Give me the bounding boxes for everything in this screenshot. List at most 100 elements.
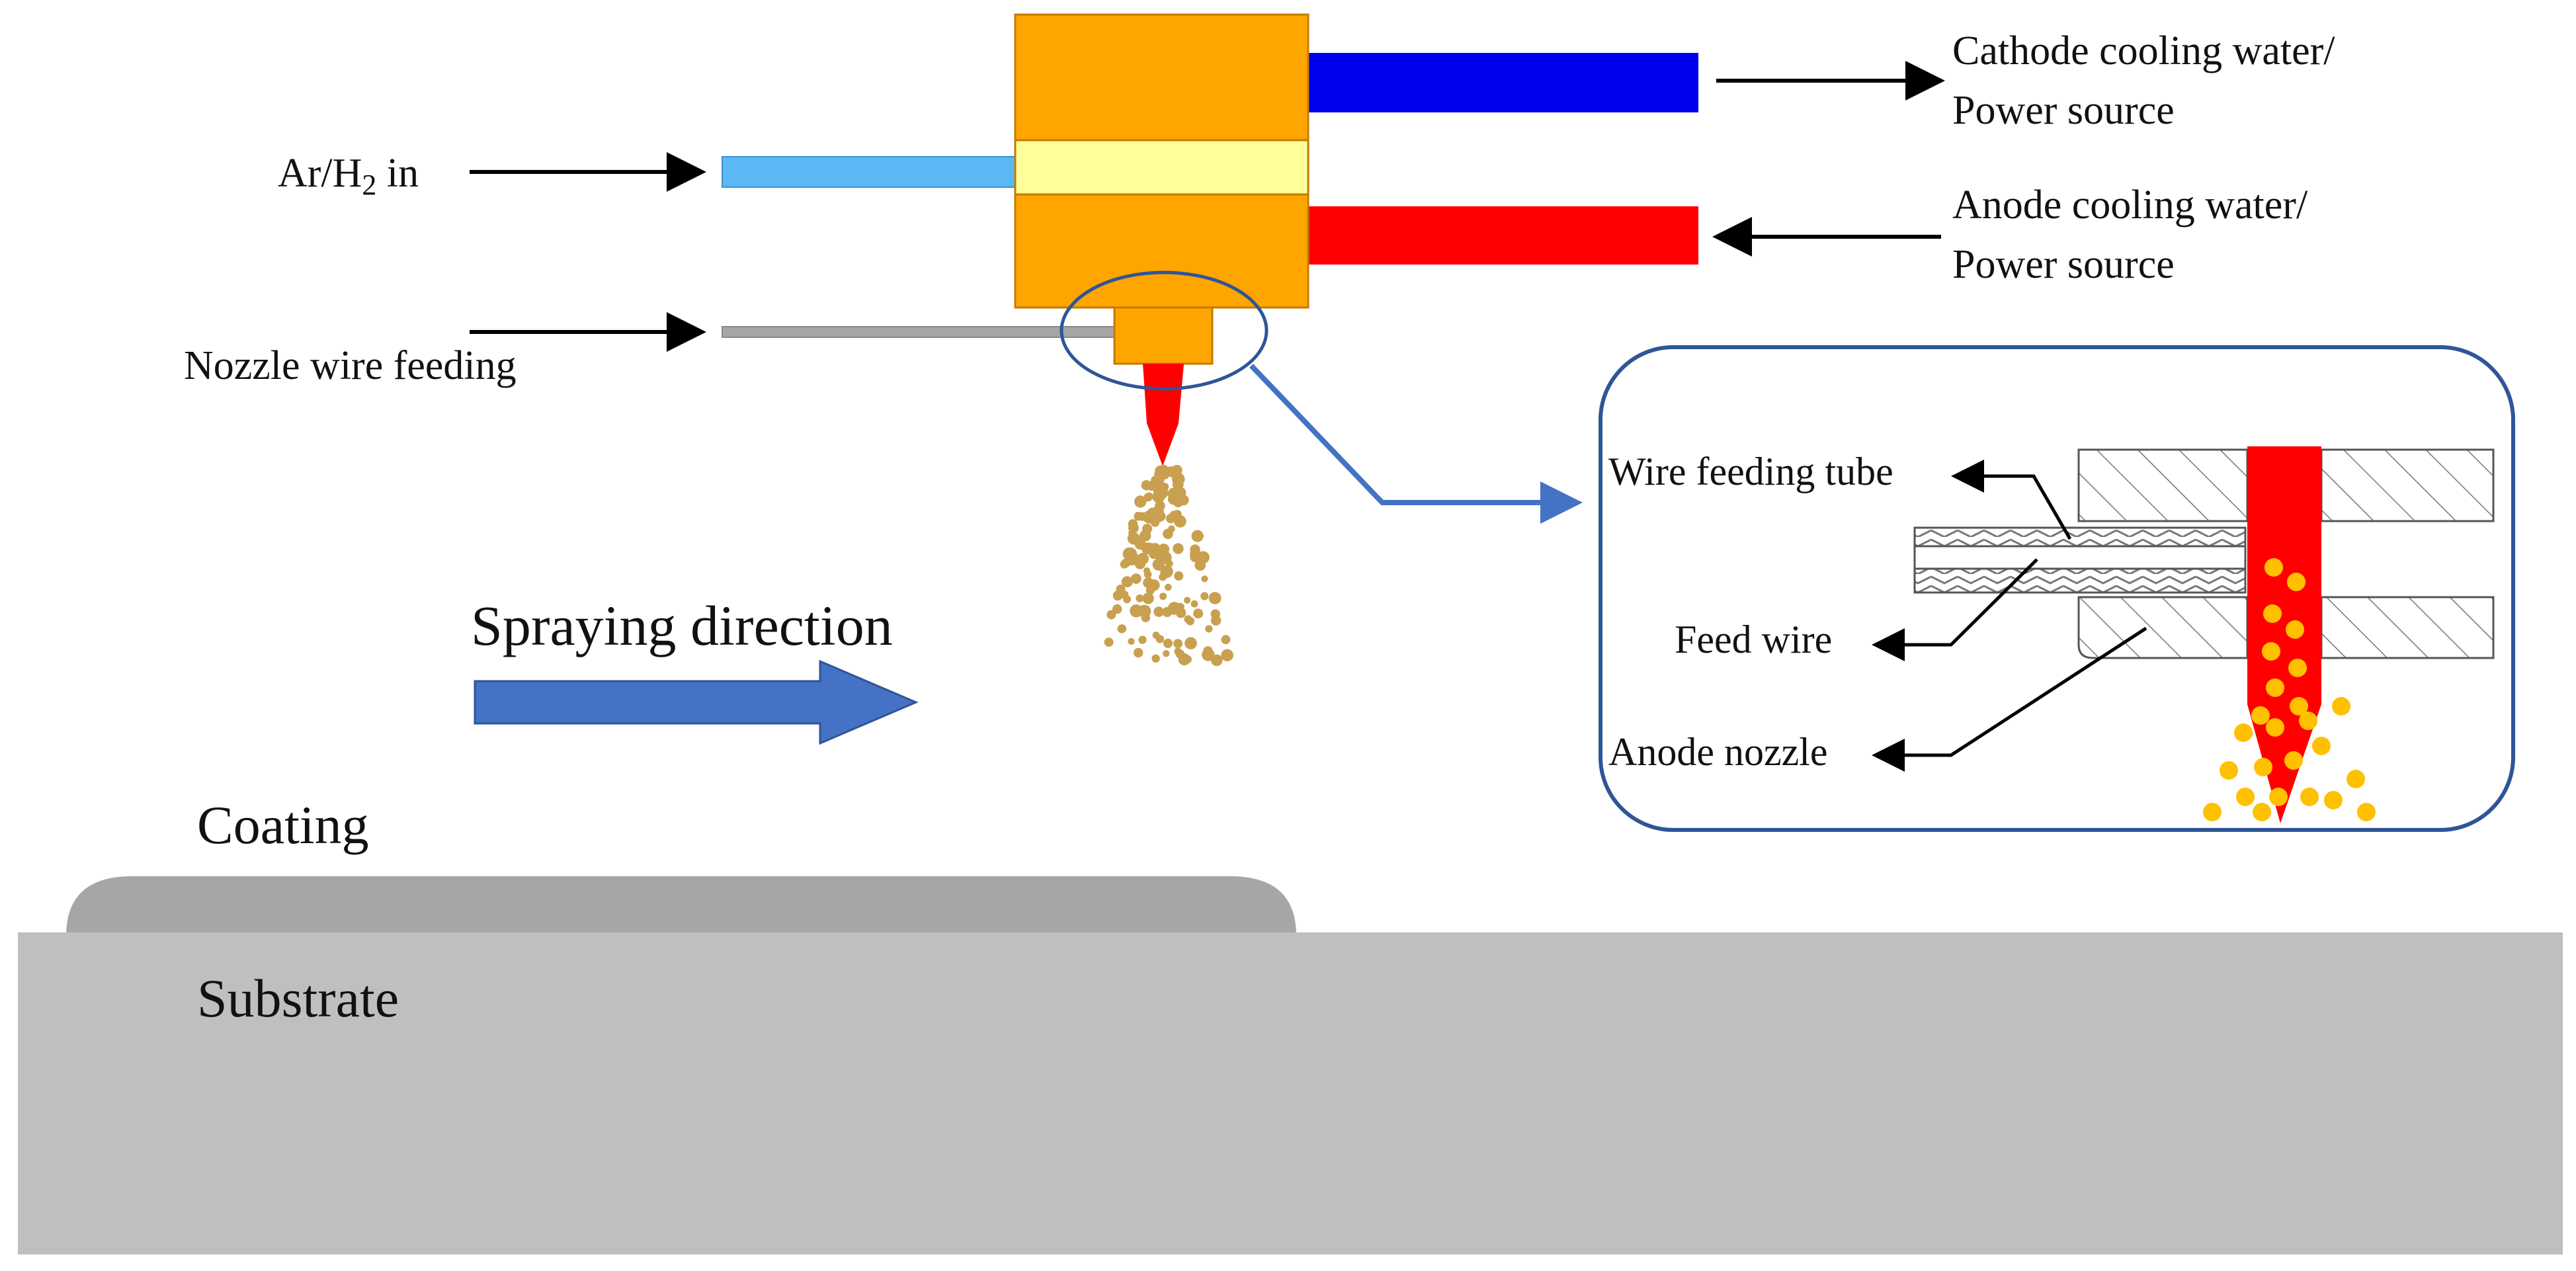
spray-particle <box>1104 637 1114 647</box>
spray-particle <box>1184 615 1192 624</box>
spray-particle <box>1136 594 1144 602</box>
spray-particle <box>1175 480 1184 489</box>
inset-particle <box>2299 712 2317 730</box>
nozzle-wire-feeding-label: Nozzle wire feeding <box>184 343 517 388</box>
spray-particle <box>1201 575 1208 583</box>
cathode-pipe <box>1308 53 1698 112</box>
spray-particle <box>1174 571 1184 581</box>
spraying-direction-arrow <box>474 659 919 745</box>
inset-detail: Wire feeding tube Feed wire Anode nozzle <box>1599 345 2515 832</box>
spray-particle <box>1121 576 1133 588</box>
wire-feeding-tube-upper <box>1913 526 2247 548</box>
spray-particle <box>1163 638 1173 648</box>
plasma-flame <box>1143 364 1184 466</box>
spray-particle <box>1142 511 1156 524</box>
spray-particle <box>1173 510 1182 518</box>
spray-particle <box>1167 487 1180 501</box>
spray-particle <box>1145 586 1155 595</box>
feed-wire-leader <box>1872 558 2038 661</box>
spray-particle <box>1184 596 1191 604</box>
anode-label-line1: Anode cooling water/ <box>1952 183 2308 227</box>
spray-particle <box>1159 551 1172 564</box>
spray-particle <box>1130 573 1142 584</box>
substrate-block <box>18 932 2563 1254</box>
spray-particle <box>1174 647 1182 655</box>
spray-particle <box>1134 538 1146 550</box>
inset-particle <box>2262 642 2280 661</box>
spray-particle <box>1142 524 1153 534</box>
spray-particle <box>1134 647 1143 658</box>
feed-wire-label: Feed wire <box>1675 618 1832 661</box>
spray-particle <box>1208 592 1222 604</box>
spray-particle <box>1117 624 1127 634</box>
inset-particle <box>2324 791 2343 809</box>
spray-particle <box>1193 608 1204 619</box>
spray-particle <box>1168 525 1175 533</box>
inset-particle <box>2264 558 2283 577</box>
spray-particle <box>1173 543 1184 554</box>
spray-particle <box>1191 530 1204 542</box>
inset-particle <box>2290 697 2308 716</box>
inset-particle <box>2286 620 2304 639</box>
spray-particle <box>1123 595 1132 604</box>
wire-feed-pipe <box>722 326 1120 338</box>
inset-particle <box>2284 751 2303 770</box>
spray-particle <box>1128 529 1136 537</box>
spray-particle <box>1184 655 1192 663</box>
anode-nozzle-upper-left <box>2077 448 2249 522</box>
spray-particle <box>1200 592 1209 600</box>
zoom-circle <box>1059 270 1268 391</box>
spray-particle <box>1190 544 1200 555</box>
spray-particle <box>1221 635 1231 645</box>
spray-particle <box>1134 495 1147 508</box>
torch-nozzle-tip <box>1113 306 1214 365</box>
wire-feeding-tube-label: Wire feeding tube <box>1608 450 1893 493</box>
spray-particle <box>1173 639 1183 649</box>
spray-particle <box>1160 565 1173 579</box>
anode-nozzle-lower-left <box>2077 596 2249 659</box>
spray-particle <box>1202 648 1215 661</box>
anode-nozzle-upper-right <box>2320 448 2495 522</box>
spray-particle <box>1173 497 1184 508</box>
spray-particle <box>1166 513 1176 524</box>
spray-particle <box>1205 625 1213 633</box>
wire-feeding-tube-lower <box>1913 567 2247 594</box>
anode-nozzle-lower-right <box>2320 596 2495 659</box>
inset-particle <box>2253 803 2271 821</box>
feed-wire-core <box>1913 545 2247 570</box>
substrate-label: Substrate <box>197 968 399 1028</box>
spray-particle <box>1143 493 1153 502</box>
gas-band <box>1014 139 1309 196</box>
inset-particle <box>2220 761 2238 780</box>
inset-particle <box>2300 788 2319 806</box>
spray-particle <box>1128 637 1135 645</box>
spray-particle <box>1153 606 1164 617</box>
cathode-label-line1: Cathode cooling water/ <box>1952 28 2335 73</box>
inset-border <box>1599 345 2515 832</box>
inset-particle <box>2203 803 2222 821</box>
cathode-label-line2: Power source <box>1952 88 2175 133</box>
spray-particle <box>1162 606 1173 618</box>
inset-particle <box>2357 803 2376 821</box>
anode-nozzle-label: Anode nozzle <box>1608 730 1828 774</box>
spray-particle <box>1160 483 1169 491</box>
spray-particle <box>1153 559 1165 570</box>
inset-particle <box>2266 678 2284 697</box>
spray-particle <box>1210 609 1221 619</box>
spray-particle <box>1143 577 1154 589</box>
gas-inlet-pipe <box>722 156 1017 188</box>
spray-particle <box>1151 475 1161 485</box>
inset-particle <box>2347 770 2365 788</box>
inset-particle <box>2254 758 2272 776</box>
spray-particle <box>1163 650 1170 657</box>
inset-particle <box>2251 706 2270 725</box>
spray-particle <box>1159 593 1167 600</box>
spray-particle <box>1142 593 1154 604</box>
spray-particle <box>1112 604 1122 614</box>
spray-particle <box>1190 600 1198 608</box>
inset-particle <box>2266 718 2284 737</box>
inset-particle <box>2263 604 2282 623</box>
spray-particle <box>1143 567 1151 575</box>
zoom-connector-arrow <box>1249 364 1583 524</box>
